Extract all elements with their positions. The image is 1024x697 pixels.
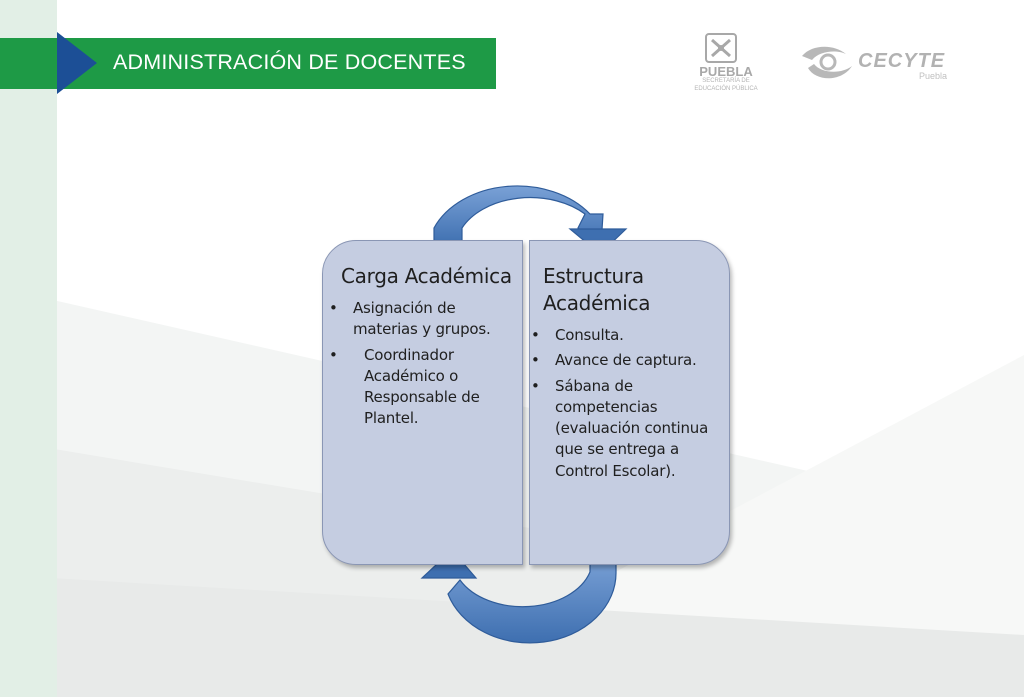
estructura-bullet-avance: Avance de captura. (531, 350, 719, 372)
cecyte-logo-name: CECYTE (858, 50, 946, 72)
puebla-logo-name: PUEBLA (699, 64, 753, 79)
estructura-academica-title: Estructura Académica (543, 264, 651, 315)
estructura-bullet-consulta: Consulta. (531, 325, 719, 347)
left-decorative-strip (0, 0, 57, 697)
carga-academica-bullet: Asignación de materias y grupos. (329, 298, 512, 341)
page-title: ADMINISTRACIÓN DE DOCENTES (113, 50, 466, 74)
puebla-logo-subtitle: SECRETARÍA DE EDUCACIÓN PÚBLICA (694, 78, 758, 92)
carga-academica-box: Carga Académica Asignación de materias y… (322, 240, 523, 565)
cecyte-swirl-logo (802, 46, 852, 79)
carga-academica-sub-bullet: Coordinador Académico o Responsable de P… (329, 345, 512, 430)
estructura-academica-box: Estructura Académica Consulta. Avance de… (529, 240, 730, 565)
cecyte-logo-subtitle: Puebla (919, 71, 948, 81)
top-cycle-arrow (433, 185, 604, 248)
estructura-bullet-sabana: Sábana de competencias (evaluación conti… (531, 376, 719, 482)
bottom-cycle-arrow (447, 555, 617, 644)
puebla-seal-logo (705, 33, 737, 63)
banner-arrow (57, 32, 97, 94)
carga-academica-title: Carga Académica (341, 264, 512, 288)
